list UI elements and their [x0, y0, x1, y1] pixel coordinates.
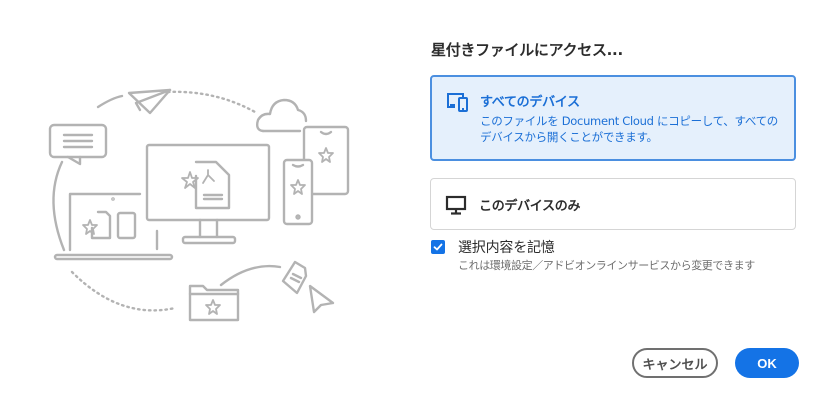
checkmark-icon: [433, 243, 443, 251]
option-label: すべてのデバイス: [480, 95, 580, 110]
folder-icon: [188, 284, 240, 322]
option-all-devices[interactable]: すべてのデバイス このファイルを Document Cloud にコピーして、す…: [430, 75, 796, 161]
paper-plane-icon: [127, 88, 172, 115]
cancel-button[interactable]: キャンセル: [632, 348, 718, 378]
dotted-path: [166, 90, 257, 114]
ok-button[interactable]: OK: [735, 348, 799, 378]
monitor-icon: [445, 195, 467, 219]
remember-choice-checkbox[interactable]: [431, 240, 445, 254]
option-description: このファイルを Document Cloud にコピーして、すべてのデバイスから…: [480, 114, 779, 144]
starred-files-illustration: [30, 70, 370, 350]
dialog-title: 星付きファイルにアクセス...: [431, 41, 623, 59]
phone-icon: [282, 158, 314, 226]
option-label: このデバイスのみ: [479, 199, 581, 214]
remember-choice-label[interactable]: 選択内容を記憶: [458, 240, 555, 256]
desktop-monitor-icon: [145, 143, 271, 245]
cloud-icon: [255, 98, 308, 133]
chat-bubble-icon: [48, 123, 108, 166]
remember-choice-hint: これは環境設定／アドビオンラインサービスから変更できます: [458, 259, 755, 272]
option-this-device[interactable]: このデバイスのみ: [430, 178, 796, 230]
laptop-icon: [53, 192, 174, 261]
devices-icon: [446, 92, 470, 116]
drag-file-cursor-icon: [281, 260, 335, 314]
